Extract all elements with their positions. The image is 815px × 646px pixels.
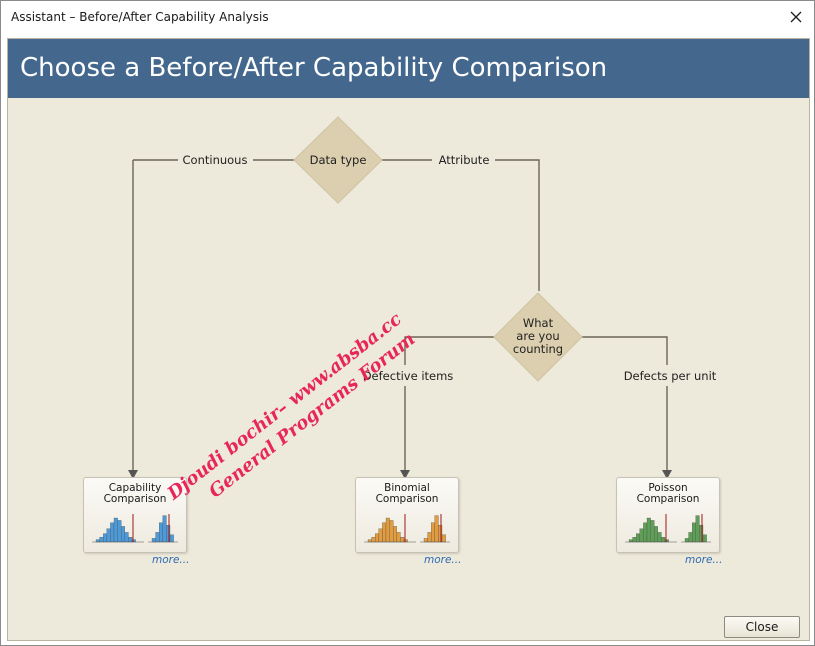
capability-more-link[interactable]: more... (152, 554, 190, 566)
decision-counting-line1: What (523, 316, 554, 330)
histogram-bar (654, 526, 658, 543)
histogram-bar (110, 522, 115, 543)
histogram-bar (375, 533, 379, 543)
arrowhead-capability (128, 470, 138, 479)
page-title: Choose a Before/After Capability Compari… (20, 53, 608, 83)
histogram-bar (628, 539, 633, 543)
histogram-bar (692, 522, 696, 543)
decision-counting-line2: are you (516, 329, 559, 343)
title-bar: Assistant – Before/After Capability Anal… (1, 1, 814, 33)
histogram-bar (632, 537, 637, 543)
histogram-bar (396, 532, 401, 543)
histogram-bar (400, 537, 405, 543)
poisson-card-title: Poisson Comparison (636, 482, 700, 505)
histogram-bar (636, 533, 640, 543)
connector-defects-top (582, 336, 668, 365)
histogram-bar (688, 532, 693, 543)
branch-defects-per-unit: Defects per unit (624, 369, 717, 383)
histogram-bar (643, 522, 648, 543)
connector-attribute (495, 159, 540, 291)
binomial-card-title: Binomial Comparison (375, 482, 439, 505)
decision-flowchart: Data type What are you counting Continuo… (128, 116, 717, 479)
decision-data-type (293, 116, 383, 204)
histogram-bar (128, 537, 133, 543)
histogram-bar (650, 520, 655, 543)
histogram-bar (121, 526, 125, 543)
histogram-bar (159, 522, 163, 543)
histogram-bar (393, 526, 397, 543)
flow-arrowheads (128, 470, 672, 479)
histogram-bar (371, 537, 376, 543)
histogram-icon (92, 514, 178, 543)
branch-defective-items: Defective items (363, 369, 454, 383)
histogram-icon (364, 514, 450, 543)
histogram-bar (661, 537, 666, 543)
window-title: Assistant – Before/After Capability Anal… (11, 10, 269, 24)
poisson-comparison-card[interactable]: Poisson Comparison (616, 477, 720, 553)
histogram-bar (382, 522, 387, 543)
close-icon (790, 11, 802, 23)
assistant-content: Choose a Before/After Capability Compari… (7, 38, 810, 641)
histogram-bar (702, 534, 707, 543)
histogram-bar (639, 528, 644, 543)
histogram-bar (124, 532, 129, 543)
histogram-bar (151, 538, 156, 543)
poisson-more-link[interactable]: more... (685, 554, 723, 566)
histogram-bar (695, 515, 700, 543)
arrowhead-binomial (400, 470, 410, 479)
decision-data-type-label: Data type (310, 153, 367, 167)
histogram-bar (99, 537, 104, 543)
histogram-bar (117, 520, 122, 543)
histogram-bar (162, 515, 167, 543)
histogram-icon (625, 514, 711, 543)
histogram-bar (106, 528, 111, 543)
histogram-bar (434, 515, 439, 543)
histogram-bar (646, 517, 651, 543)
branch-attribute: Attribute (439, 153, 490, 167)
histogram-bar (169, 534, 174, 543)
histogram-bar (427, 532, 432, 543)
histogram-bar (367, 539, 372, 543)
histogram-bar (378, 528, 383, 543)
header-banner: Choose a Before/After Capability Compari… (8, 39, 809, 98)
capability-comparison-card[interactable]: Capability Comparison (83, 477, 187, 553)
decision-what-counting (493, 292, 583, 382)
histogram-bar (657, 532, 662, 543)
histogram-bar (95, 539, 100, 543)
connector-defective-top (404, 336, 494, 365)
histogram-bar (103, 533, 107, 543)
decision-counting-line3: counting (513, 342, 563, 356)
histogram-bar (684, 538, 689, 543)
histogram-bar (113, 517, 118, 543)
binomial-comparison-card[interactable]: Binomial Comparison (355, 477, 459, 553)
histogram-bar (389, 520, 394, 543)
histogram-bar (423, 538, 428, 543)
capability-card-title: Capability Comparison (103, 482, 167, 505)
histogram-bar (155, 532, 160, 543)
close-button[interactable]: Close (724, 616, 800, 638)
window-close-button[interactable] (784, 5, 808, 29)
histogram-bar (441, 534, 446, 543)
histogram-bar (385, 517, 390, 543)
histogram-bar (431, 522, 435, 543)
arrowhead-poisson (662, 470, 672, 479)
binomial-more-link[interactable]: more... (424, 554, 462, 566)
branch-continuous: Continuous (183, 153, 248, 167)
flow-connectors (132, 159, 668, 471)
